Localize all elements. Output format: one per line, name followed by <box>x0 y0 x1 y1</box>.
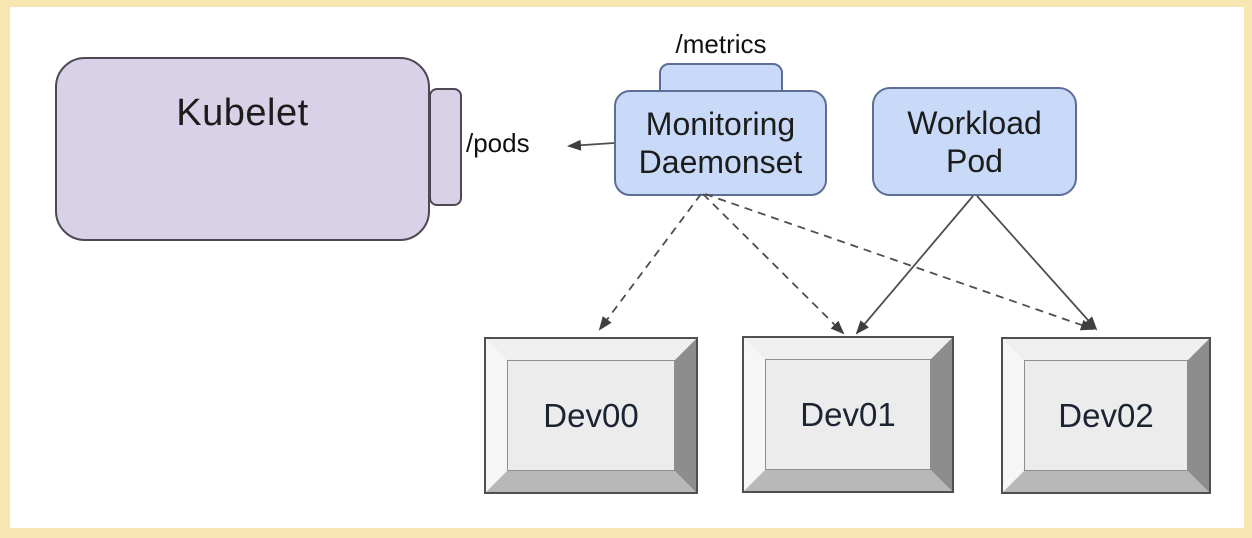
device-node-dev00: Dev00 <box>484 337 698 494</box>
monitoring-daemonset-node: Monitoring Daemonset <box>614 90 827 196</box>
device-label: Dev00 <box>543 396 639 434</box>
arrow-md-to-dev00 <box>598 193 702 331</box>
device-node-dev01: Dev01 <box>742 336 954 493</box>
kubelet-side-tab <box>429 88 462 206</box>
workload-pod-label-line2: Pod <box>946 142 1003 179</box>
device-label: Dev02 <box>1058 396 1154 434</box>
device-node-dev02: Dev02 <box>1001 337 1211 494</box>
arrow-wp-to-dev01 <box>855 195 974 335</box>
workload-pod-node: Workload Pod <box>872 87 1077 196</box>
monitoring-daemonset-label-line1: Monitoring <box>645 106 796 142</box>
arrow-wp-to-dev02 <box>976 195 1098 331</box>
kubelet-node: Kubelet <box>55 57 430 241</box>
arrow-md-to-pods <box>567 139 615 151</box>
kubelet-label: Kubelet <box>176 92 309 134</box>
workload-pod-label-line1: Workload <box>907 104 1042 141</box>
metrics-endpoint-label: /metrics <box>675 29 767 59</box>
arrow-md-to-dev01 <box>702 193 845 335</box>
device-label: Dev01 <box>800 395 896 433</box>
monitoring-daemonset-label-line2: Daemonset <box>638 144 803 180</box>
arrow-md-to-dev02 <box>704 193 1095 331</box>
pods-endpoint-label: /pods <box>466 128 530 158</box>
